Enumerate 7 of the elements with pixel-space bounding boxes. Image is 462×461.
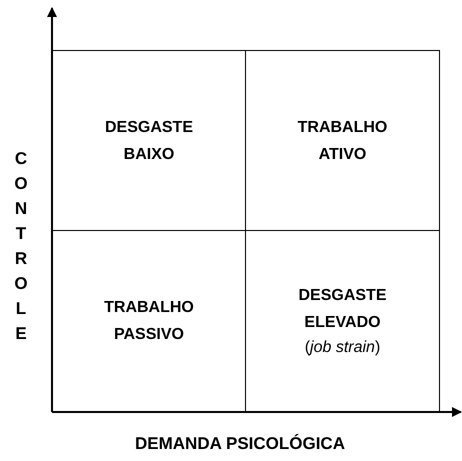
quadrant-title: DESGASTE BAIXO xyxy=(104,118,194,164)
quadrant-cell xyxy=(245,50,440,231)
quadrant-note: (job strain) xyxy=(304,338,380,358)
axis-title: DEMANDA PSICOLÓGICA xyxy=(134,434,346,454)
quadrant-title: TRABALHO ATIVO xyxy=(296,118,388,164)
axis-title: CONTROLE xyxy=(14,148,28,345)
quadrant-title: TRABALHO PASSIVO xyxy=(103,298,195,345)
